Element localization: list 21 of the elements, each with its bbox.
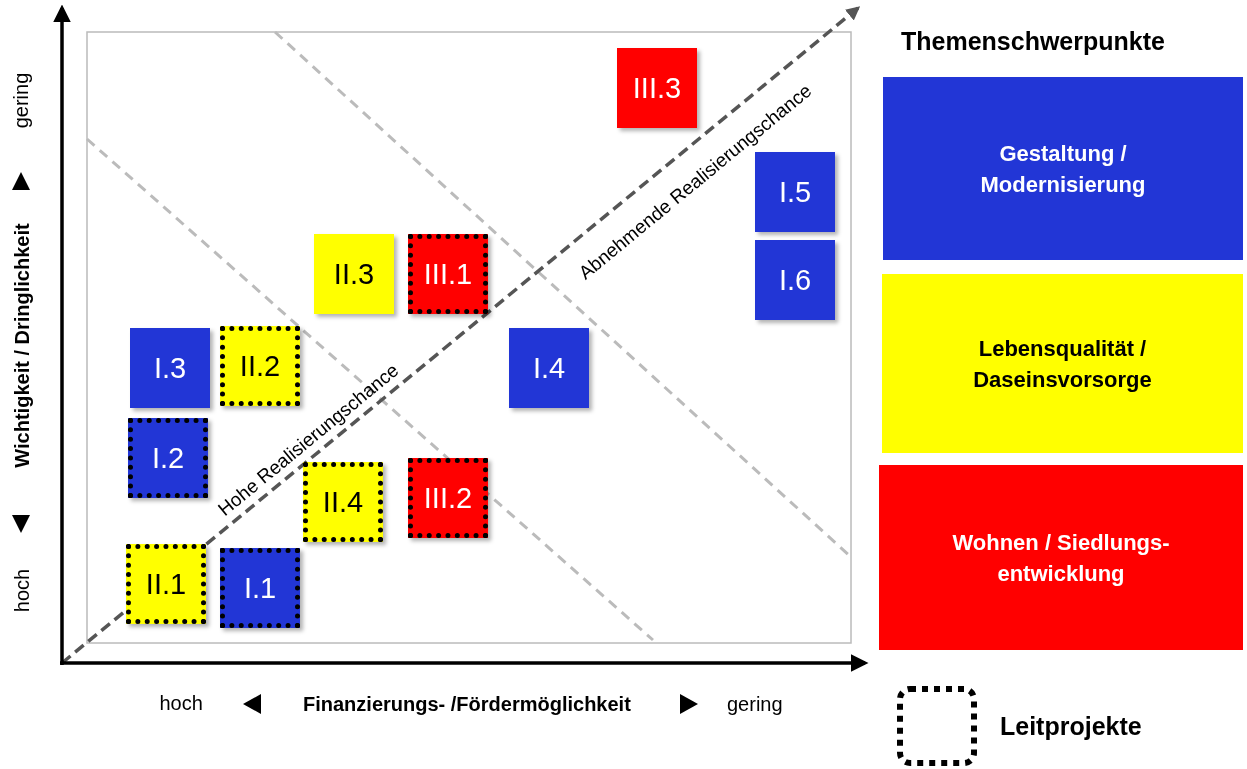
axis-label: hoch [10,568,34,612]
lead-project-box: III.1 [408,234,488,314]
lead-project-box: II.4 [303,462,383,542]
legend-title: Themenschwerpunkte [901,26,1165,56]
axis-label: gering [10,72,34,128]
legend-text: Wohnen / Siedlungs- entwicklung [951,528,1171,588]
axis-title: Finanzierungs- /Fördermöglichkeit [303,692,631,716]
legend-text: Lebensqualität / Daseinsvorsorge [972,334,1153,394]
legend-text: Leitprojekte [1000,712,1142,741]
lead-project-box: I.1 [220,548,300,628]
project-box: I.4 [509,328,589,408]
project-box: I.3 [130,328,210,408]
legend-text: Gestaltung / Modernisierung [979,139,1147,199]
lead-project-box: I.2 [128,418,208,498]
axis-label: hoch [159,691,203,715]
lead-project-box: III.2 [408,458,488,538]
project-box: II.3 [314,234,394,314]
axis-title: Wichtigkeit / Dringlichkeit [10,222,34,468]
project-box: I.6 [755,240,835,320]
axis-label: gering [727,692,783,716]
lead-project-box: II.1 [126,544,206,624]
